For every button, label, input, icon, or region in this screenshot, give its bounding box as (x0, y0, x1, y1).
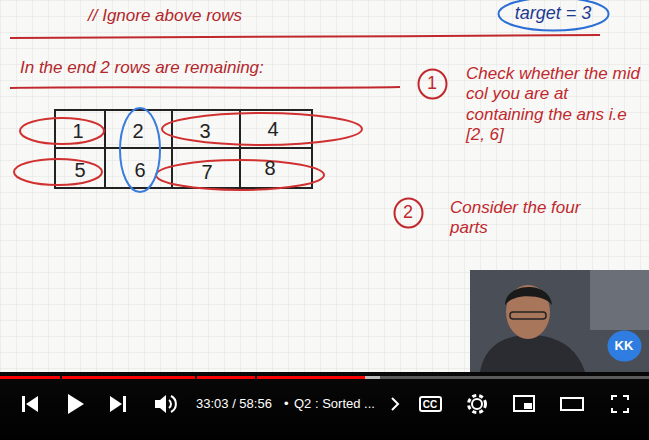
channel-logo-shape (608, 332, 640, 361)
row-divider (55, 147, 312, 149)
table-cell: 3 (199, 119, 210, 143)
step-number: 2 (393, 197, 424, 229)
previous-icon (26, 396, 38, 412)
separator-line (10, 35, 600, 38)
webcam-background (470, 270, 649, 372)
step-number-shape (394, 199, 422, 228)
volume-wave (169, 400, 171, 408)
elimination-marks (14, 113, 362, 190)
player-controls-background (0, 372, 649, 440)
table-cell: 4 (267, 117, 278, 141)
glasses (510, 312, 546, 319)
step-number-text: 2 (403, 203, 413, 223)
col-divider (239, 110, 241, 188)
person-hair (505, 287, 552, 305)
mid-column-loop (120, 108, 160, 192)
separator-dot: • (284, 396, 289, 412)
target-oval-text: target = 3 (515, 4, 592, 24)
target-oval: target = 3 (497, 0, 610, 32)
volume-wave (171, 396, 176, 412)
time-display: 33:03 / 58:56 (196, 396, 272, 412)
chapter-title: Q2 : Sorted ... (294, 396, 375, 412)
miniplayer-icon (524, 403, 532, 409)
channel-logo: KK (607, 330, 642, 362)
elimination-loop (156, 160, 324, 190)
player-icons (169, 396, 628, 413)
step-number-shape (418, 70, 446, 99)
target-oval-shape (498, 0, 608, 31)
next-icon (110, 396, 122, 412)
progress-track (0, 376, 649, 379)
chapter-gaps (60, 376, 257, 379)
captions-button-shape (420, 397, 441, 411)
step-number-text: 1 (427, 74, 437, 94)
theater-icon (561, 398, 583, 410)
underline (10, 87, 400, 88)
progress-played (0, 376, 365, 379)
miniplayer-icon (514, 396, 534, 411)
volume-icon (155, 395, 166, 413)
person-body (480, 335, 585, 372)
note-text: Check whether the mid col you are at con… (466, 64, 642, 146)
next-icon (123, 396, 126, 412)
elimination-loop (14, 159, 102, 185)
table-cell: 6 (134, 158, 145, 182)
play-icon (68, 394, 84, 414)
chevron-icon (392, 398, 398, 410)
previous-icon (22, 396, 25, 412)
step-number: 1 (417, 68, 448, 100)
note-text: // Ignore above rows (88, 6, 242, 26)
wall (590, 270, 649, 330)
fullscreen-icon (612, 396, 628, 412)
table-cell: 5 (74, 158, 85, 182)
webcam-overlay (470, 270, 649, 372)
captions-button: CC (419, 396, 442, 412)
settings-icon (469, 396, 486, 413)
elimination-loop (20, 118, 104, 144)
note-text: Consider the four parts (450, 198, 622, 239)
table-cell: 8 (264, 156, 275, 180)
player-icons (22, 394, 166, 414)
note-text: In the end 2 rows are remaining: (20, 58, 264, 78)
table-cell: 2 (132, 119, 143, 143)
whiteboard (0, 0, 649, 372)
channel-logo-text: KK (615, 339, 634, 353)
elimination-loop (162, 113, 362, 145)
captions-button-text: CC (423, 399, 437, 410)
col-divider (104, 110, 106, 188)
grid-lines (0, 0, 649, 372)
progress-buffer (365, 376, 380, 379)
table-cell: 1 (72, 119, 83, 143)
table-cell: 7 (201, 160, 212, 184)
settings-icon (472, 399, 482, 409)
